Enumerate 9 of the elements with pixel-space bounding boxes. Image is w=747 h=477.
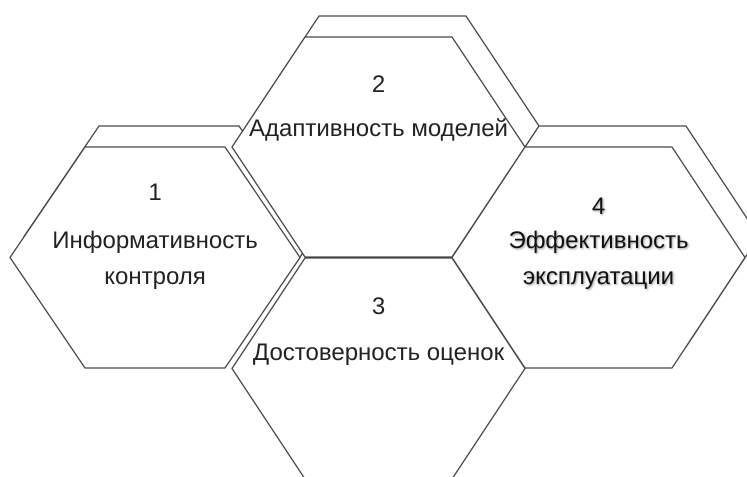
hexagon-number: 3 bbox=[370, 293, 386, 321]
hexagon-number: 1 bbox=[147, 179, 163, 207]
hexagon-number: 2 bbox=[370, 71, 386, 99]
hexagon-label: Информативность контроля bbox=[51, 226, 259, 292]
hexagon-number: 4 bbox=[590, 193, 606, 221]
hexagon bbox=[232, 258, 525, 477]
hexagon-label: Достоверность оценок bbox=[252, 338, 506, 368]
hexagon-label: Адаптивность моделей bbox=[248, 114, 509, 144]
hexagon-label: Эффективность эксплуатации bbox=[507, 226, 690, 292]
